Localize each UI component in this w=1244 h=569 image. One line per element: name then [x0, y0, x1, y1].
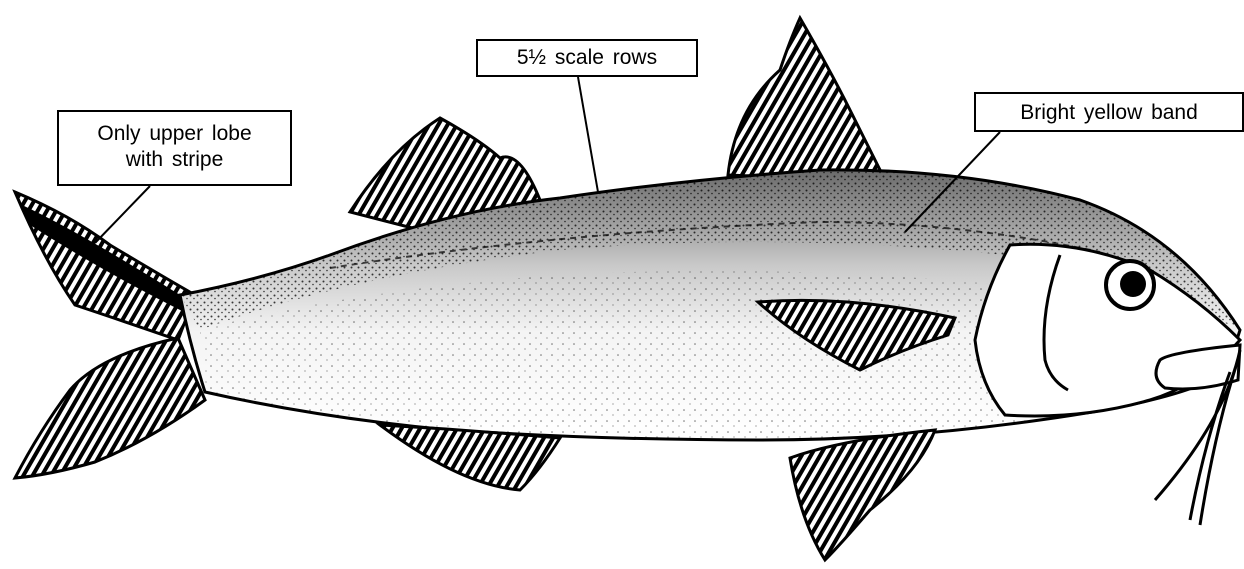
- callout-tail-line2: with stripe: [65, 147, 284, 173]
- callout-scale-text: 5½ scale rows: [484, 45, 690, 71]
- callout-scale-rows: 5½ scale rows: [476, 39, 698, 77]
- callout-tail-line1: Only upper lobe: [65, 121, 284, 147]
- callout-yellow-band: Bright yellow band: [974, 92, 1244, 132]
- caudal-fin-lower-lobe: [15, 338, 205, 478]
- anal-fin: [380, 425, 560, 490]
- leader-line-scale: [578, 77, 598, 192]
- callout-upper-lobe-stripe: Only upper lobe with stripe: [57, 110, 292, 186]
- callout-band-text: Bright yellow band: [982, 100, 1236, 126]
- pelvic-fin: [790, 430, 935, 560]
- dorsal-fin-soft: [728, 18, 885, 180]
- leader-line-tail: [95, 186, 150, 243]
- head-operculum: [975, 244, 1240, 416]
